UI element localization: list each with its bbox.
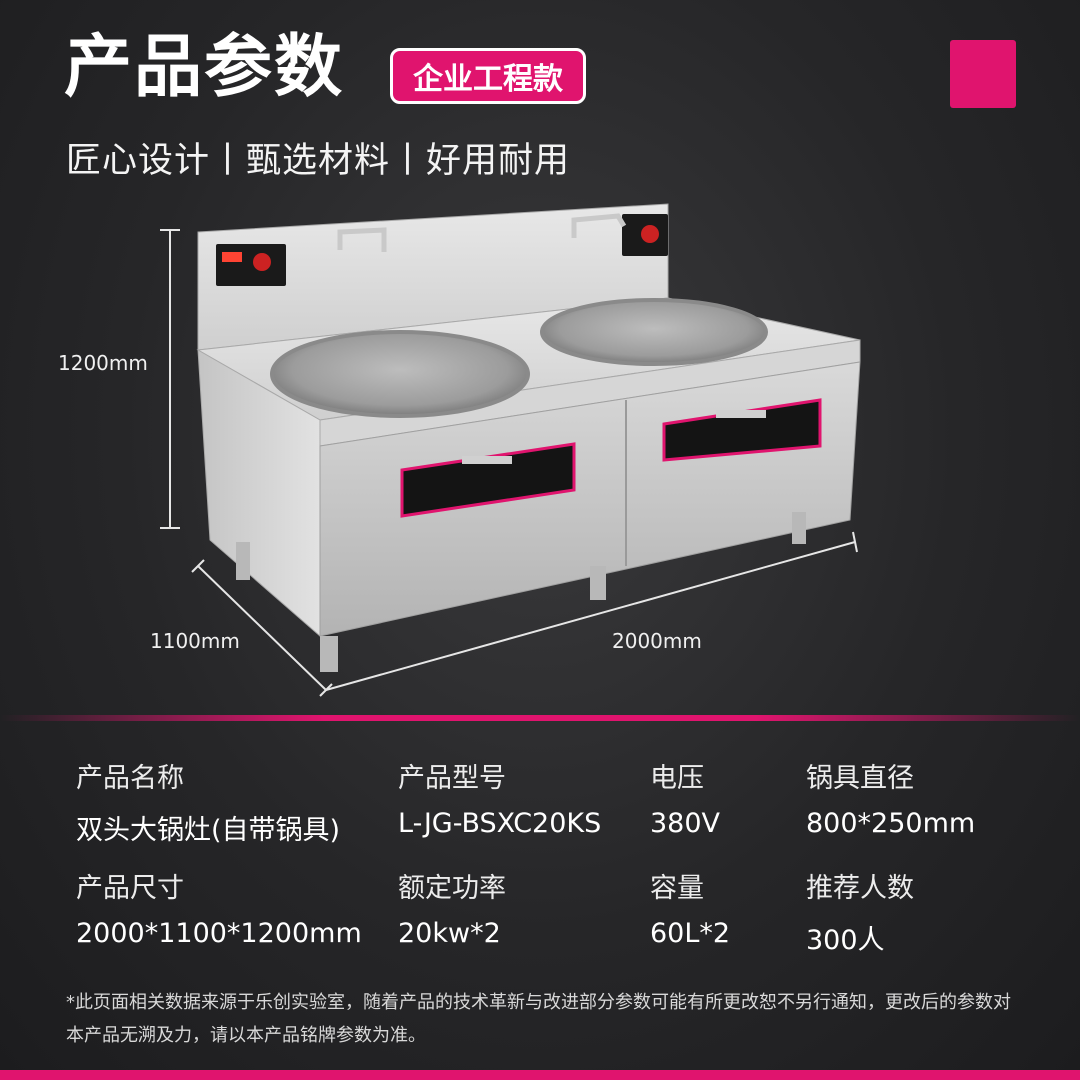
spec-label-model: 产品型号 (398, 763, 506, 794)
spec-value-people: 300人 (806, 925, 885, 956)
spec-label-capacity: 容量 (650, 873, 704, 904)
disclaimer-text: *此页面相关数据来源于乐创实验室，随着产品的技术革新与改进部分参数可能有所更改恕… (66, 992, 1011, 1046)
section-divider (0, 715, 1080, 721)
height-label: 1200mm (58, 351, 148, 375)
spec-label-power: 额定功率 (398, 873, 506, 904)
spec-label-voltage: 电压 (650, 763, 704, 794)
bottom-accent-bar (0, 1070, 1080, 1080)
spec-value-power: 20kw*2 (398, 918, 501, 949)
spec-value-name: 双头大锅灶(自带锅具) (76, 815, 341, 846)
stove-illustration (160, 203, 861, 697)
spec-label-pot-diameter: 锅具直径 (806, 763, 914, 794)
spec-value-size: 2000*1100*1200mm (76, 918, 362, 949)
spec-label-people: 推荐人数 (806, 873, 914, 904)
width-label: 2000mm (612, 629, 702, 653)
spec-value-pot-diameter: 800*250mm (806, 808, 976, 839)
width-dimension-line (325, 531, 858, 691)
edition-badge: 企业工程款 (390, 48, 586, 104)
depth-label: 1100mm (150, 629, 240, 653)
spec-label-size: 产品尺寸 (76, 873, 184, 904)
page-title: 产品参数 (64, 28, 345, 107)
spec-label-name: 产品名称 (76, 763, 184, 794)
spec-value-capacity: 60L*2 (650, 918, 731, 949)
spec-value-voltage: 380V (650, 808, 721, 839)
spec-value-model: L-JG-BSXC20KS (398, 808, 602, 839)
brand-accent-square (950, 40, 1016, 108)
feature-subtitle: 匠心设计丨甄选材料丨好用耐用 (66, 141, 571, 181)
height-dimension-line (160, 229, 180, 529)
